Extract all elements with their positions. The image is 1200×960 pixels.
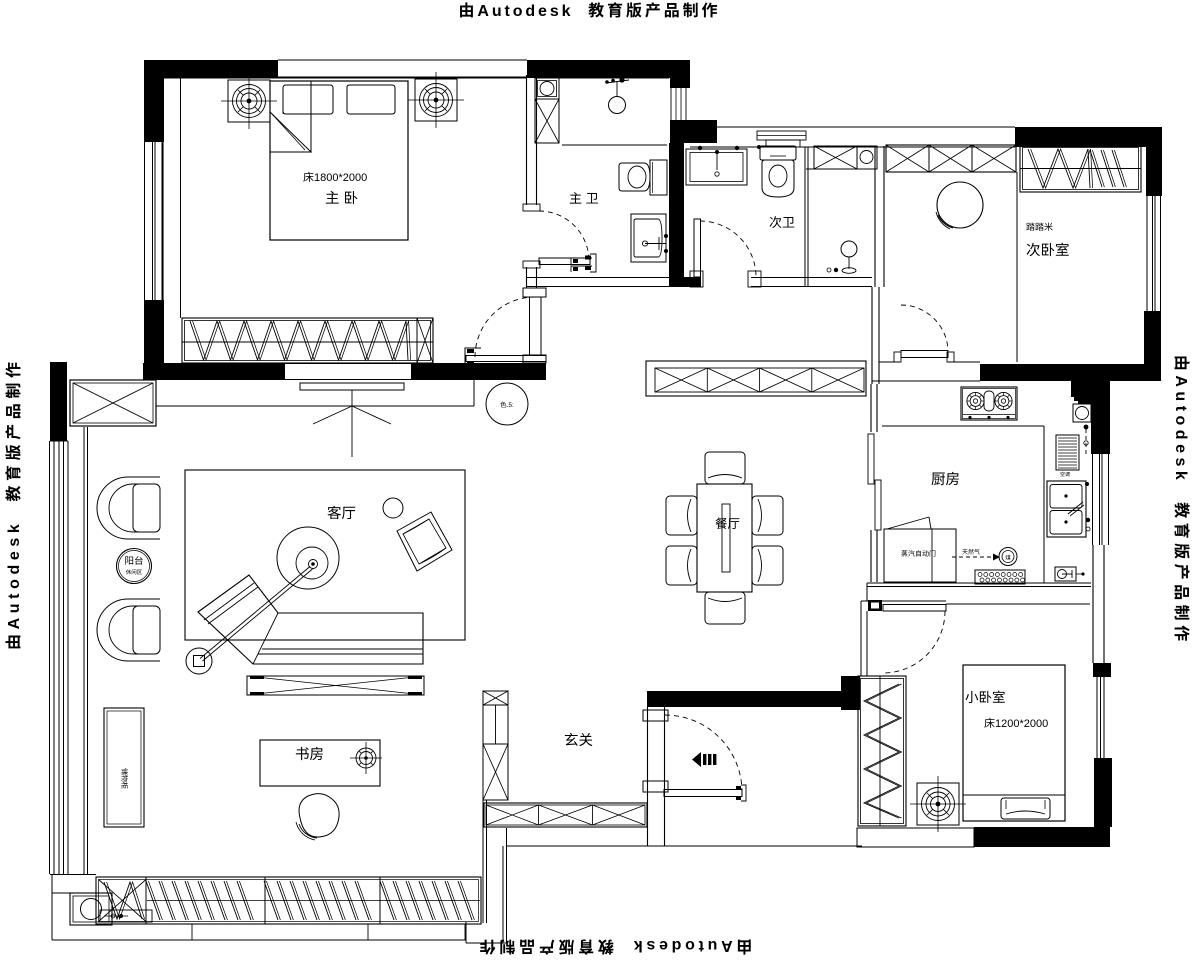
svg-text:Autodesk: Autodesk [477,3,573,20]
svg-text:.5:: .5: [507,402,514,409]
svg-text:Autodesk: Autodesk [6,520,23,630]
svg-text:1200*2000: 1200*2000 [995,718,1048,730]
svg-text:Autodesk: Autodesk [1172,375,1189,484]
svg-text:1800*2000: 1800*2000 [314,172,367,184]
svg-text:Autodesk: Autodesk [630,937,733,954]
